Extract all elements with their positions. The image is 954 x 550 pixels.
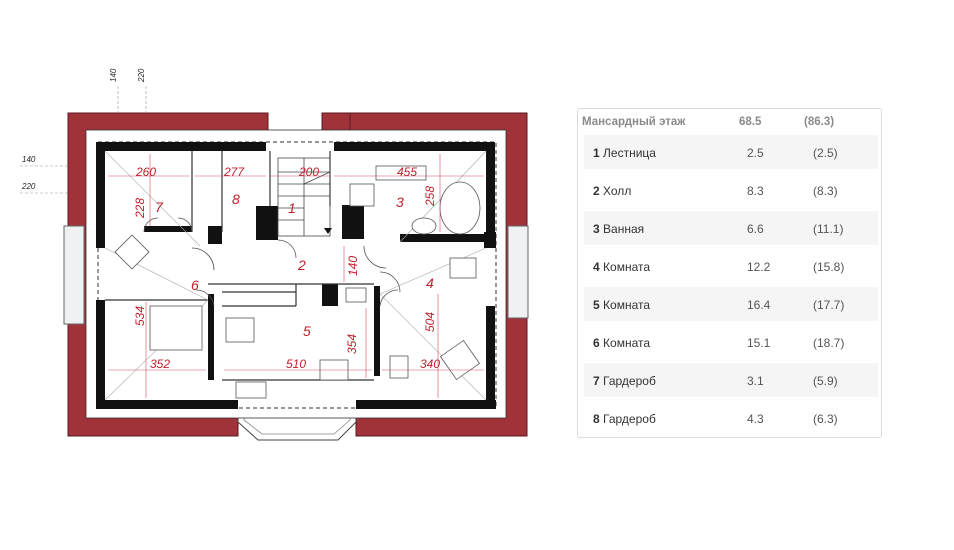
table-row: 2 Холл 8.3 (8.3) [584,173,878,207]
dimension-label: 277 [223,165,245,179]
dimension-label: 534 [133,306,147,326]
table-row: 6 Комната 15.1 (18.7) [584,325,878,359]
room-area: 3.1 [747,374,764,388]
room-number: 1 [288,200,296,216]
walls [96,142,496,409]
room-num: 7 [593,374,600,388]
furniture [114,165,481,399]
room-number: 2 [297,257,306,273]
room-area: 6.6 [747,222,764,236]
room-number: 3 [396,194,404,210]
room-area: 15.1 [747,336,771,350]
area-table: Мансардный этаж 68.5 (86.3) 1 Лестница 2… [577,108,882,438]
room-number: 7 [155,199,164,215]
room-total: (15.8) [813,260,845,274]
dimension-label: 258 [423,186,437,207]
dimension-label: 504 [423,312,437,332]
room-total: (8.3) [813,184,838,198]
room-area: 8.3 [747,184,764,198]
room-number: 4 [426,275,434,291]
room-num: 2 [593,184,600,198]
room-total: (5.9) [813,374,838,388]
room-num: 6 [593,336,600,350]
dimension-label: 455 [397,165,417,179]
room-num: 1 [593,146,600,160]
table-row: 3 Ванная 6.6 (11.1) [584,211,878,245]
door-swings [143,217,401,307]
table-row: 1 Лестница 2.5 (2.5) [584,135,878,169]
level-mark-vertical-right: 220 [137,68,146,83]
dimension-label: 200 [298,165,319,179]
floor-area: 68.5 [739,116,762,128]
room-number: 8 [232,191,240,207]
level-mark-horizontal-top: 140 [22,155,36,164]
room-name: Гардероб [603,412,656,426]
room-area: 16.4 [747,298,771,312]
floor-title: Мансардный этаж [582,116,686,128]
dimension-lines [108,154,484,398]
room-total: (18.7) [813,336,845,350]
table-row: 4 Комната 12.2 (15.8) [584,249,878,283]
room-name: Комната [603,260,651,274]
area-table-header: Мансардный этаж 68.5 (86.3) [578,109,881,135]
room-number: 6 [191,277,199,293]
room-name: Ванная [603,222,645,236]
room-total: (17.7) [813,298,845,312]
room-num: 8 [593,412,600,426]
room-num: 4 [593,260,600,274]
level-mark-horizontal-bottom: 220 [21,182,36,191]
room-total: (2.5) [813,146,838,160]
dimension-label: 352 [150,357,170,371]
staircase [277,157,331,237]
dimension-label: 354 [345,334,359,354]
room-area: 4.3 [747,412,764,426]
table-row: 7 Гардероб 3.1 (5.9) [584,363,878,397]
room-area: 12.2 [747,260,771,274]
room-name: Комната [603,336,651,350]
room-number: 5 [303,323,311,339]
dimension-label: 228 [133,198,147,219]
room-name: Гардероб [603,374,656,388]
room-name: Лестница [603,146,656,160]
window-right [507,225,529,319]
room-area: 2.5 [747,146,764,160]
room-num: 3 [593,222,600,236]
window-left [63,225,85,325]
table-row: 5 Комната 16.4 (17.7) [584,287,878,321]
attic-floor-plan: 140 220 140 220 [20,68,529,441]
dimension-label: 510 [286,357,306,371]
room-name: Комната [603,298,651,312]
level-markers [20,86,147,194]
table-row: 8 Гардероб 4.3 (6.3) [584,401,878,435]
dimension-label: 260 [135,165,156,179]
floor-total-area: (86.3) [804,116,835,128]
dimension-label: 340 [420,357,440,371]
room-num: 5 [593,298,600,312]
room-total: (11.1) [813,222,844,236]
dimension-label: 140 [346,256,360,276]
room-name: Холл [603,184,632,198]
room-total: (6.3) [813,412,838,426]
level-mark-vertical-left: 140 [109,68,118,82]
